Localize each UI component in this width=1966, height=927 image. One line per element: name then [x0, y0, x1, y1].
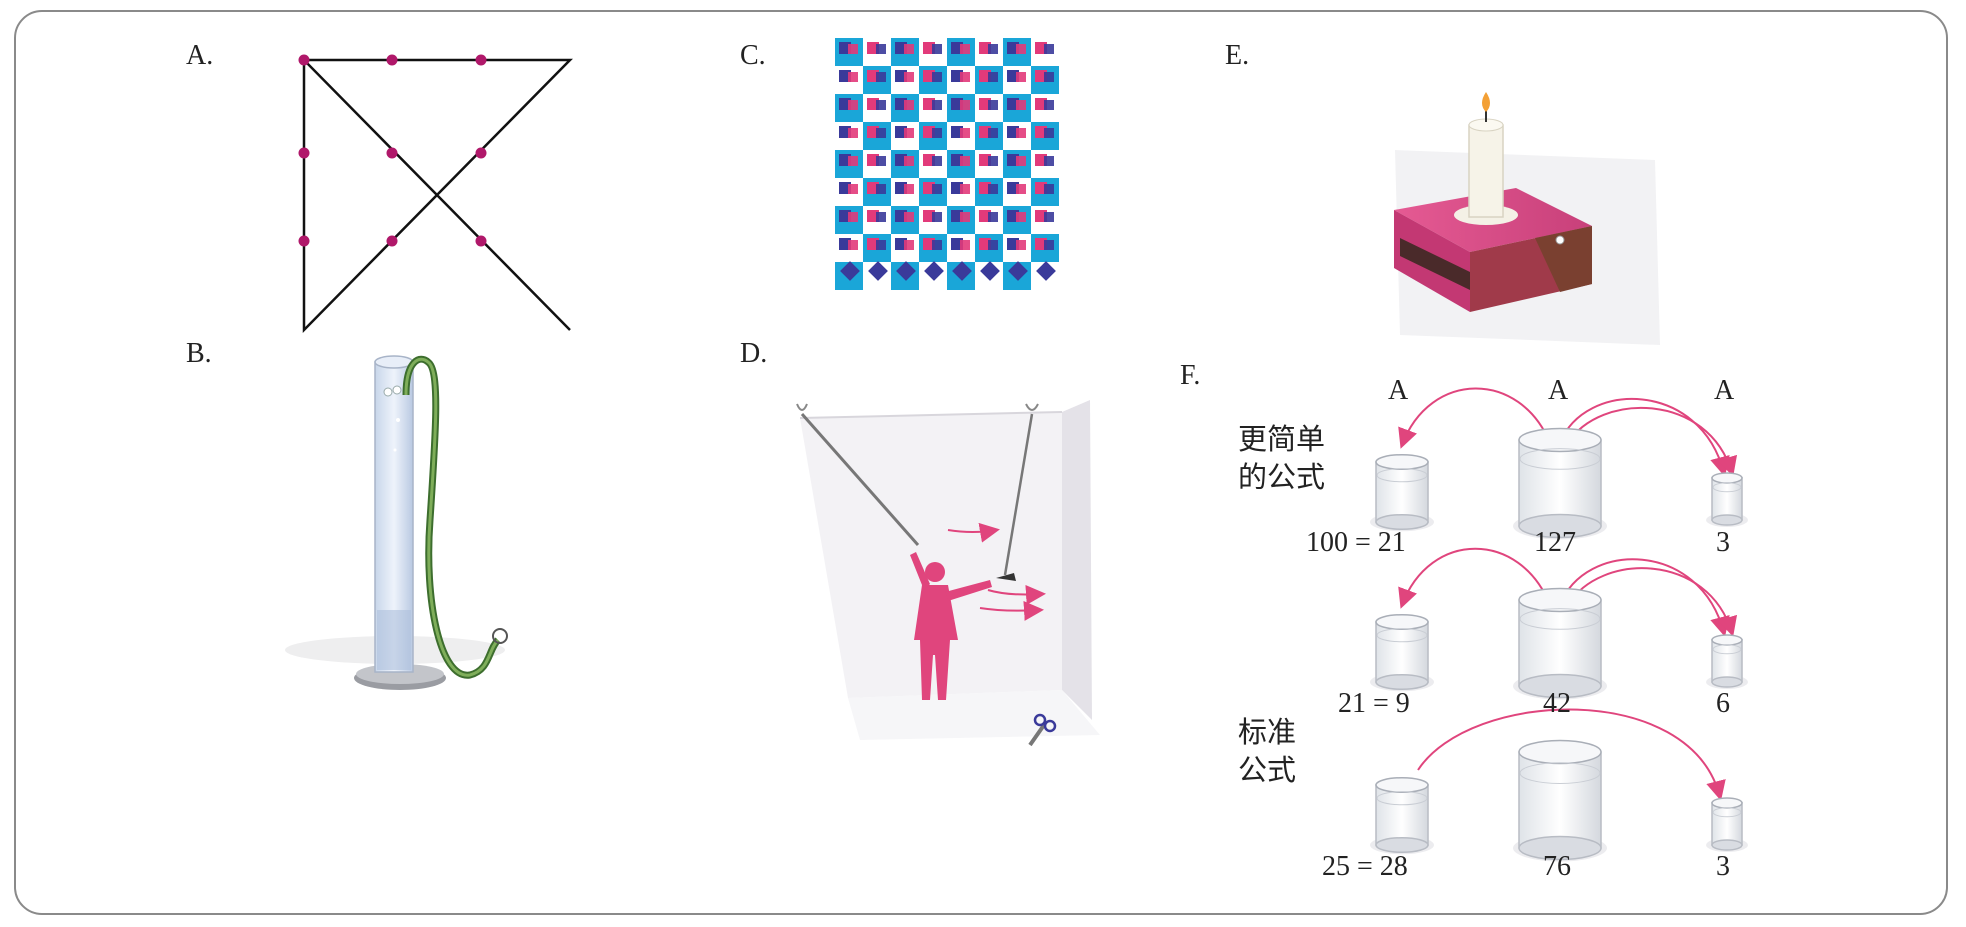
- simpler-formula-label-line1: 更简单: [1238, 422, 1326, 456]
- row2-target: 21 = 9: [1338, 688, 1410, 719]
- row1-middle: 127: [1534, 527, 1576, 558]
- water-jar: [1513, 427, 1607, 540]
- water-jar: [1706, 472, 1748, 527]
- scissors-icon: [1028, 713, 1057, 747]
- panel-e-label: E.: [1225, 40, 1250, 71]
- panel-c-label: C.: [740, 40, 766, 71]
- water-jar: [1370, 613, 1434, 692]
- puzzle-dots: [298, 54, 487, 247]
- jar-header-c: A: [1714, 375, 1735, 406]
- panel-f-label: F.: [1180, 360, 1201, 391]
- jar-header-b: A: [1548, 375, 1569, 406]
- row3-middle: 76: [1543, 851, 1571, 882]
- candle-matchbox: [1394, 92, 1660, 345]
- row2-right: 6: [1716, 688, 1730, 719]
- color-pattern: [835, 38, 1059, 290]
- row2-middle: 42: [1543, 688, 1571, 719]
- water-jar: [1370, 453, 1434, 532]
- water-jars-diagram: [1370, 387, 1748, 862]
- panel-b-label: B.: [186, 338, 212, 369]
- jar-header-a: A: [1388, 375, 1409, 406]
- nine-dot-puzzle: [298, 54, 573, 334]
- water-jar: [1706, 634, 1748, 689]
- water-jar: [1513, 739, 1607, 862]
- water-jar: [1370, 776, 1434, 855]
- panel-d-label: D.: [740, 338, 768, 369]
- row1-right: 3: [1716, 527, 1730, 558]
- person-figure: [910, 552, 992, 700]
- row3-target: 25 = 28: [1322, 851, 1408, 882]
- row3-right: 3: [1716, 851, 1730, 882]
- standard-formula-label-line1: 标准: [1238, 715, 1297, 749]
- simpler-formula-label-line2: 的公式: [1238, 460, 1326, 494]
- pendulum-room: [796, 400, 1100, 747]
- puzzle-line: [302, 56, 573, 334]
- cylinder-illustration: [285, 355, 508, 690]
- standard-formula-label-line2: 公式: [1238, 753, 1297, 787]
- row1-target: 100 = 21: [1306, 527, 1406, 558]
- panel-a-label: A.: [186, 40, 214, 71]
- water-jar: [1513, 587, 1607, 700]
- water-jar: [1706, 797, 1748, 852]
